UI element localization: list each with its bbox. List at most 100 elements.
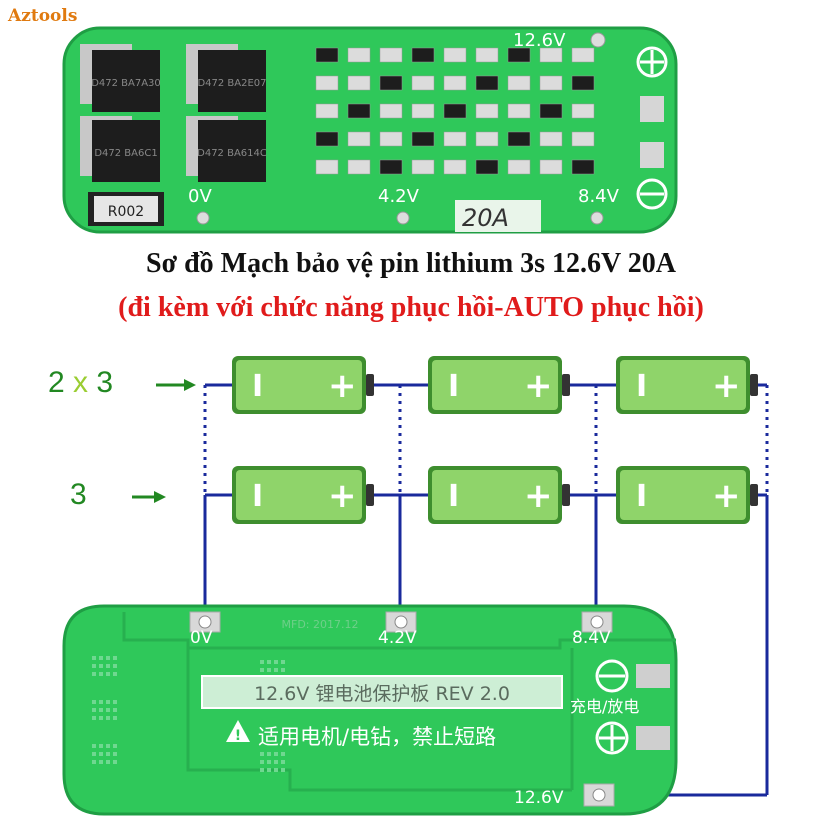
smd-component [443,103,467,119]
smd-component [539,103,563,119]
pcb-via [267,768,271,772]
smd-component [539,75,563,91]
smd-component [443,75,467,91]
pcb-via [260,660,264,664]
smd-component [475,131,499,147]
silkscreen-title: 12.6V 锂电池保护板 REV 2.0 [254,683,510,705]
mosfet-label-2: D472 BA2E07 [197,78,266,89]
battery-positive-icon: + [712,366,741,406]
pcb-via [92,752,96,756]
bottom-positive-terminal [595,721,629,755]
smd-component [507,75,531,91]
smd-component [379,75,403,91]
smd-component [507,159,531,175]
pcb-via [113,760,117,764]
pcb-via [113,708,117,712]
pcb-via [106,752,110,756]
pcb-via [267,760,271,764]
smd-component [347,103,371,119]
top-label-0v: 0V [188,186,212,207]
warning-icon [226,720,250,742]
pcb-via [106,716,110,720]
battery-negative-icon: I [448,479,459,514]
bottom-negative-terminal [595,659,629,693]
pcb-via [267,668,271,672]
smd-component [347,75,371,91]
top-label-current: 20A [462,204,509,232]
smd-component [539,159,563,175]
battery-negative-icon: I [448,369,459,404]
top-pcb-board: D472 BA7A30 D472 BA2E07 D472 BA6C1 D472 … [62,26,678,234]
bottom-pcb-board: 12.6V 锂电池保护板 REV 2.0 ! 适用电机/电钻，禁止短路 MFD:… [62,604,678,816]
top-label-4v2: 4.2V [378,186,420,207]
pcb-via [99,656,103,660]
battery-negative-icon: I [636,479,647,514]
pcb-via [92,672,96,676]
battery-cell: I+ [428,466,570,524]
pcb-via [92,744,96,748]
pcb-via [106,708,110,712]
charge-discharge-label: 充电/放电 [570,697,639,716]
smd-component [379,47,403,63]
battery-positive-icon: + [524,366,553,406]
pcb-via [113,672,117,676]
pcb-via [99,760,103,764]
mosfet-label-1: D472 BA7A30 [91,78,161,89]
row-label-top-x: x [73,366,89,399]
pcb-via [92,708,96,712]
smd-component [315,75,339,91]
smd-component [507,47,531,63]
pcb-via [274,660,278,664]
smd-component [571,131,595,147]
pcb-via [106,664,110,668]
smd-component [475,75,499,91]
top-label-12v6: 12.6V [513,30,566,51]
smd-component [443,47,467,63]
smd-component [315,47,339,63]
bottom-label-8v4: 8.4V [572,628,611,648]
smd-component [379,131,403,147]
top-pcb-components [315,47,595,175]
smd-component [507,131,531,147]
smd-component [411,103,435,119]
pcb-via [99,664,103,668]
manufacture-date: MFD: 2017.12 [282,618,359,631]
pcb-via [113,752,117,756]
pcb-via [99,716,103,720]
smd-component [571,75,595,91]
pcb-via [99,708,103,712]
smd-component [443,159,467,175]
pcb-via [106,760,110,764]
smd-component [347,159,371,175]
battery-cell: I+ [616,466,758,524]
battery-positive-icon: + [712,476,741,516]
battery-cell: I+ [232,356,374,414]
pcb-via [281,660,285,664]
mosfet-label-3: D472 BA6C1 [94,148,157,159]
smd-component [475,103,499,119]
pcb-via [113,656,117,660]
brand-logo: Aztools [8,6,78,26]
row-label-top: 2 x 3 [48,366,113,400]
pcb-via [281,668,285,672]
pcb-via [267,660,271,664]
smd-component [571,47,595,63]
pcb-via [274,668,278,672]
battery-cell: I+ [232,466,374,524]
pcb-via [113,744,117,748]
smd-component [411,75,435,91]
pcb-via [260,752,264,756]
pcb-via [267,752,271,756]
top-pcb-mosfets: D472 BA7A30 D472 BA2E07 D472 BA6C1 D472 … [80,44,267,182]
pcb-via [106,672,110,676]
smd-component [411,159,435,175]
battery-negative-icon: I [252,369,263,404]
battery-cell: I+ [428,356,570,414]
pcb-via [281,752,285,756]
resistor-label: R002 [108,204,144,220]
smd-component [411,47,435,63]
pcb-via [106,700,110,704]
pcb-via [260,768,264,772]
battery-cells: I+I+I+I+I+I+ [232,356,758,524]
battery-positive-icon: + [328,476,357,516]
